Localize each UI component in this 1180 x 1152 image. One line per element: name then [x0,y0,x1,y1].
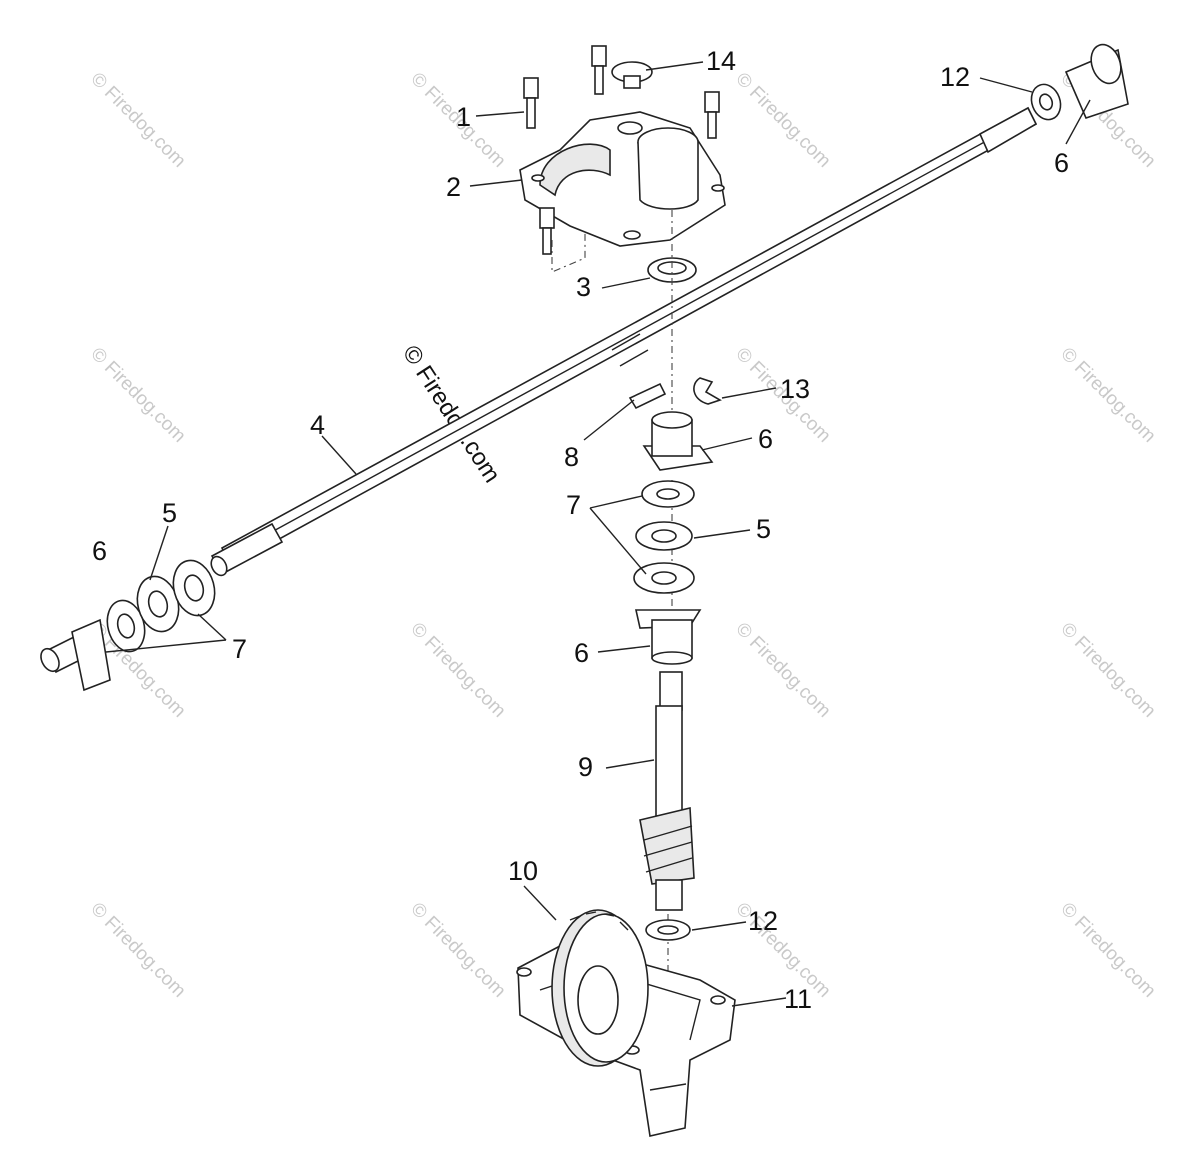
callout-6-right: 6 [1054,148,1069,178]
flange-bushing [642,411,714,471]
washer [635,521,693,551]
plug-cap [611,61,653,89]
callout-6-left: 6 [92,536,107,566]
callout-7-center: 7 [566,490,581,520]
bolt [523,77,539,129]
flange-bushing [40,618,111,692]
callout-5-left: 5 [162,498,177,528]
watermark-text: © Firedog.com [1056,344,1159,447]
callout-7-left: 7 [232,634,247,664]
callout-3: 3 [576,272,591,302]
watermark-text: © Firedog.com [86,344,189,447]
watermark-text: © Firedog.com [1056,899,1159,1002]
washer [1030,83,1062,121]
watermark-text: © Firedog.com [731,619,834,722]
callout-12-lower: 12 [748,906,778,936]
flange-bushing [1064,43,1129,119]
washer [645,919,691,941]
leader-lines [105,61,1091,1007]
retaining-clip [693,377,722,405]
callout-1: 1 [456,102,471,132]
callout-4: 4 [310,410,325,440]
callout-10: 10 [508,856,538,886]
axle-shaft [210,106,1038,577]
callout-8: 8 [564,442,579,472]
worm-shaft [639,671,695,911]
callout-labels: 14 1 2 3 12 6 13 8 6 4 5 6 7 7 5 6 9 10 … [92,46,1069,1014]
watermark-text: © Firedog.com [86,69,189,172]
upper-housing [519,45,726,273]
bolt [539,207,555,255]
washer [172,559,216,617]
callout-6-lower: 6 [574,638,589,668]
callout-5-center: 5 [756,514,771,544]
watermark-text: © Firedog.com [406,899,509,1002]
washer [633,562,695,594]
callout-6-upper: 6 [758,424,773,454]
callout-13: 13 [780,374,810,404]
watermark-text: © Firedog.com [86,899,189,1002]
woodruff-key [628,382,667,410]
callout-2: 2 [446,172,461,202]
washer [641,480,695,508]
callout-12-top: 12 [940,62,970,92]
callout-14: 14 [706,46,736,76]
flange-bushing [635,609,702,665]
bolt [591,45,607,95]
callout-11: 11 [784,984,812,1014]
drive-gear [551,909,649,1067]
washer [106,599,146,653]
washer [136,575,180,633]
watermark-text: © Firedog.com [731,69,834,172]
callout-9: 9 [578,752,593,782]
watermark-text: © Firedog.com [1056,619,1159,722]
bolt [704,91,720,139]
watermark-text: © Firedog.com [406,619,509,722]
